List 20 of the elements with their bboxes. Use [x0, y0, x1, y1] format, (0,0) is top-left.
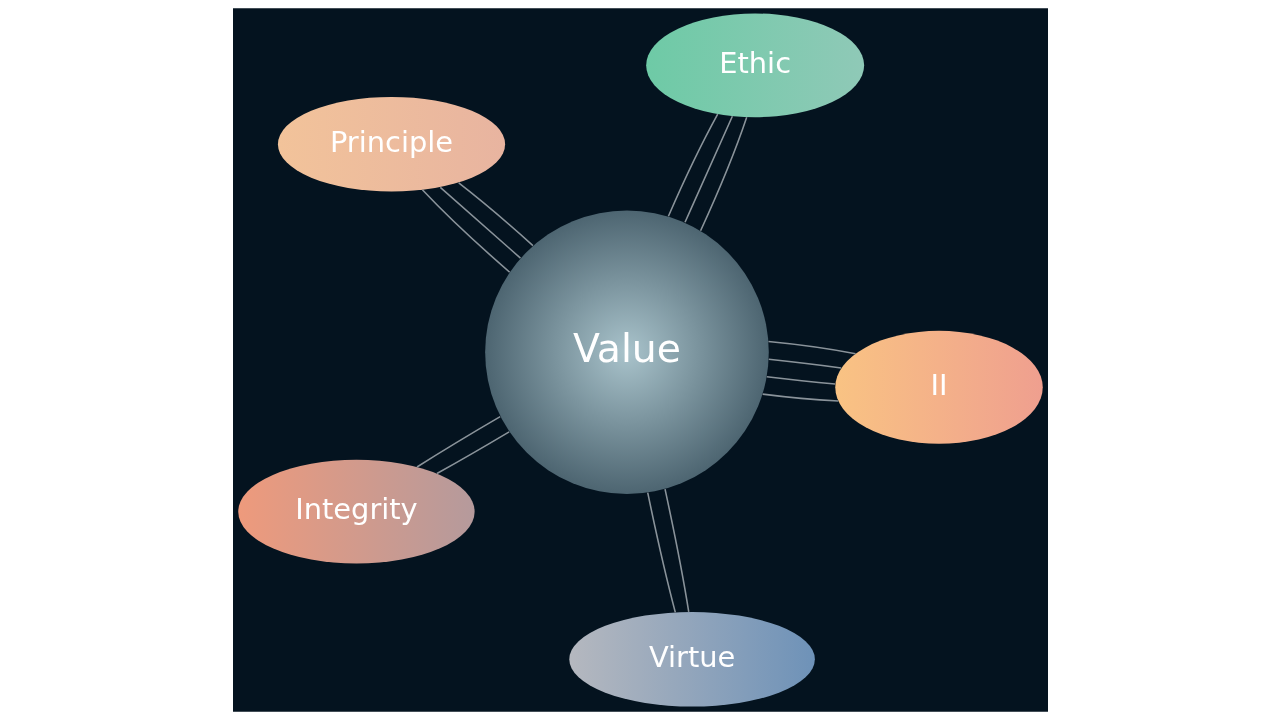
node-ellipse: Integrity [237, 459, 475, 564]
node-circle: Value [484, 210, 769, 495]
connector [439, 186, 521, 259]
connector [683, 115, 733, 224]
node-ellipse: Ethic [645, 13, 864, 118]
connector [765, 376, 836, 385]
connector [663, 488, 690, 613]
connector [421, 188, 510, 273]
connector [415, 415, 501, 468]
node-ellipse: II [834, 330, 1043, 444]
connector [761, 393, 839, 402]
connector [667, 113, 718, 217]
connector [457, 182, 534, 247]
connector [767, 340, 856, 355]
node-ellipse: Principle [277, 96, 505, 192]
connector [646, 491, 676, 614]
node-ellipse: Virtue [568, 612, 815, 707]
connector [435, 431, 510, 475]
connector [699, 116, 747, 232]
connector [767, 358, 842, 369]
